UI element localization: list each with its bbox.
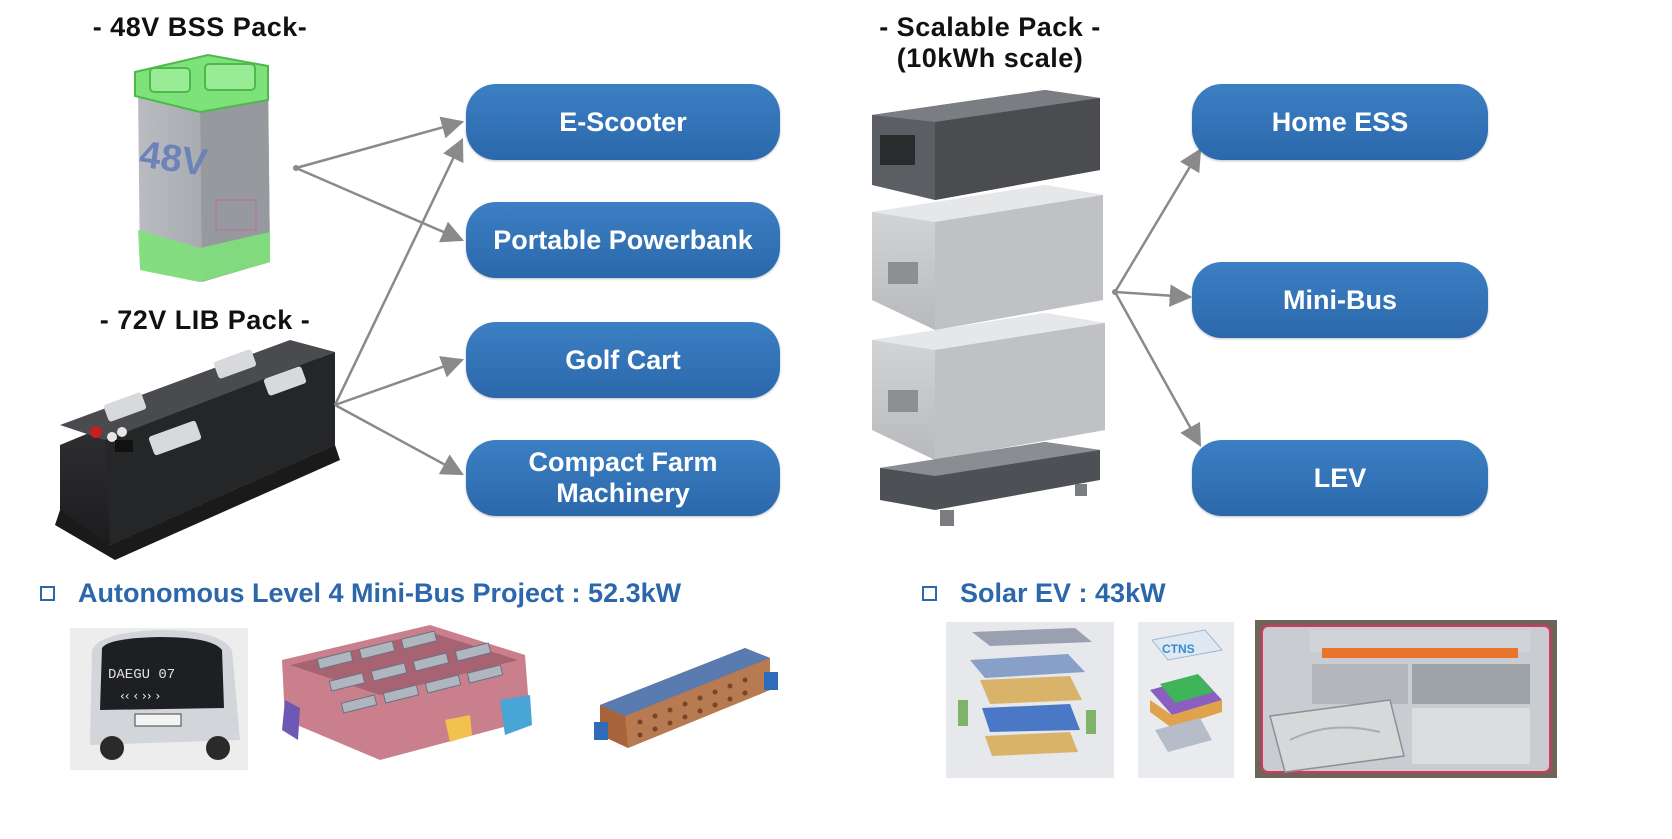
- scalable-pack-image: [872, 90, 1105, 526]
- application-e-scooter: E-Scooter: [466, 84, 780, 160]
- minibus-module-image: [594, 648, 778, 748]
- right-connector-arrows: [1112, 148, 1202, 447]
- application-portable-powerbank: Portable Powerbank: [466, 202, 780, 278]
- pack-48v-title: - 48V BSS Pack-: [92, 12, 308, 42]
- left-connector-arrows: [293, 116, 465, 476]
- minibus-vehicle-image: DAEGU 07 ‹‹ ‹ ›› ›: [70, 628, 248, 770]
- minibus-battery-pack-image: [282, 625, 532, 760]
- application-golf-cart: Golf Cart: [466, 322, 780, 398]
- bullet-square-icon: [922, 586, 937, 601]
- solar-ev-logo-text: CTNS: [1162, 642, 1195, 656]
- solar-ev-exploded-view-image: [946, 622, 1114, 778]
- scalable-pack-title-line2: (10kWh scale): [896, 43, 1084, 73]
- solar-ev-pack-render-image: CTNS: [1138, 622, 1234, 778]
- minibus-project-heading-text: Autonomous Level 4 Mini-Bus Project : 52…: [78, 578, 682, 608]
- application-compact-farm-machinery: Compact Farm Machinery: [466, 440, 780, 516]
- battery-48v-image: 48V: [134, 53, 270, 282]
- minibus-project-heading: Autonomous Level 4 Mini-Bus Project : 52…: [40, 578, 681, 609]
- bullet-square-icon: [40, 586, 55, 601]
- application-home-ess: Home ESS: [1192, 84, 1488, 160]
- scalable-pack-title-line1: - Scalable Pack -: [879, 12, 1101, 42]
- svg-text:‹‹ ‹ ›› ›: ‹‹ ‹ ›› ›: [120, 689, 160, 703]
- battery-48v-label: 48V: [137, 134, 210, 185]
- pack-72v-title: - 72V LIB Pack -: [99, 305, 311, 335]
- scalable-pack-title: - Scalable Pack - (10kWh scale): [860, 12, 1120, 74]
- application-lev: LEV: [1192, 440, 1488, 516]
- application-mini-bus: Mini-Bus: [1192, 262, 1488, 338]
- solar-ev-assembled-pack-photo: [1255, 620, 1557, 778]
- battery-72v-image: [55, 340, 340, 560]
- bus-destination-display: DAEGU 07: [108, 667, 175, 683]
- solar-ev-heading-text: Solar EV : 43kW: [960, 578, 1166, 608]
- solar-ev-heading: Solar EV : 43kW: [922, 578, 1166, 609]
